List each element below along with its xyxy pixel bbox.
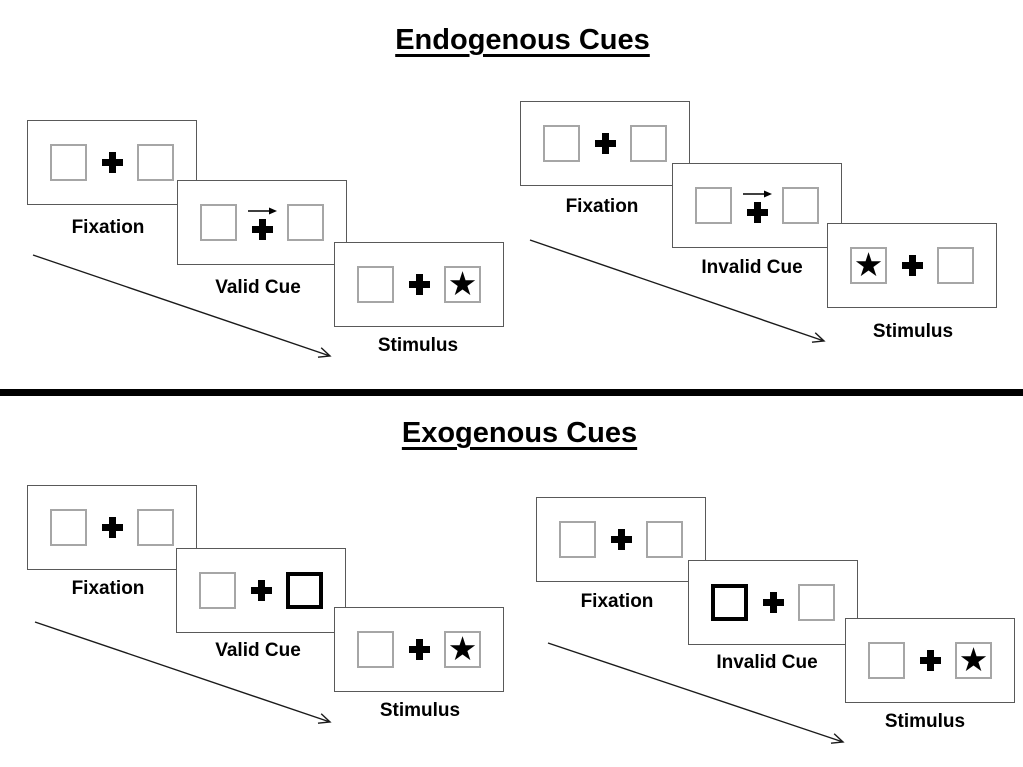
right-arrow-icon: [248, 207, 277, 214]
left-box: [559, 521, 596, 558]
endogenous-valid-sequence-arrow: [32, 254, 332, 358]
right-box: [782, 187, 819, 224]
right-box: [137, 144, 174, 181]
stimulus-label: Stimulus: [884, 711, 966, 732]
stimulus-label: Stimulus: [379, 700, 461, 721]
right-arrow-icon: [743, 190, 772, 197]
right-box: [287, 204, 324, 241]
valid-cue-label: Valid Cue: [215, 640, 301, 661]
stimulus-panel: ★: [845, 618, 1015, 703]
right-box: [798, 584, 835, 621]
left-box: [200, 204, 237, 241]
invalid-cue-panel: [672, 163, 842, 248]
left-box: ★: [850, 247, 887, 284]
left-box: [868, 642, 905, 679]
fixation-cross-icon: [919, 650, 941, 671]
fixation-label: Fixation: [580, 591, 654, 612]
stimulus-panel: ★: [334, 242, 504, 327]
exogenous-valid-sequence-arrow: [34, 621, 332, 724]
fixation-cross-icon: [408, 274, 430, 295]
right-box: [630, 125, 667, 162]
stimulus-label: Stimulus: [377, 335, 459, 356]
fixation-label: Fixation: [565, 196, 639, 217]
fixation-panel: [27, 485, 197, 570]
star-icon: ★: [447, 630, 478, 667]
fixation-cross-icon: [594, 133, 616, 154]
endogenous-section-title: Endogenous Cues: [395, 24, 650, 56]
fixation-panel: [27, 120, 197, 205]
highlighted-right-box: [286, 572, 323, 609]
left-box: [357, 631, 394, 668]
valid-cue-label: Valid Cue: [215, 277, 301, 298]
fixation-cross-icon: [610, 529, 632, 550]
fixation-cross-icon: [901, 255, 923, 276]
right-box: [937, 247, 974, 284]
endogenous-invalid-sequence-arrow: [529, 239, 826, 343]
fixation-panel: [536, 497, 706, 582]
left-box: [543, 125, 580, 162]
right-box: [137, 509, 174, 546]
invalid-cue-label: Invalid Cue: [716, 652, 818, 673]
stimulus-label: Stimulus: [872, 321, 954, 342]
exogenous-section-title: Exogenous Cues: [401, 417, 638, 449]
stimulus-panel: ★: [334, 607, 504, 692]
stimulus-panel: ★: [827, 223, 997, 308]
right-box: [646, 521, 683, 558]
left-box: [695, 187, 732, 224]
left-box: [50, 509, 87, 546]
section-divider-line: [0, 389, 1023, 396]
fixation-cross-icon: [101, 517, 123, 538]
star-icon: ★: [447, 265, 478, 302]
highlighted-left-box: [711, 584, 748, 621]
fixation-cross-icon: [251, 218, 273, 240]
left-box: [199, 572, 236, 609]
right-box: ★: [955, 642, 992, 679]
fixation-label: Fixation: [71, 578, 145, 599]
fixation-label: Fixation: [71, 217, 145, 238]
left-box: [50, 144, 87, 181]
right-box: ★: [444, 631, 481, 668]
fixation-cross-icon: [746, 201, 768, 223]
fixation-cross-icon: [762, 592, 784, 613]
left-box: [357, 266, 394, 303]
star-icon: ★: [853, 246, 884, 283]
star-icon: ★: [958, 641, 989, 678]
right-box: ★: [444, 266, 481, 303]
fixation-cross-icon: [408, 639, 430, 660]
valid-cue-panel: [177, 180, 347, 265]
fixation-cross-icon: [101, 152, 123, 173]
central-cue: [247, 206, 277, 240]
central-cue: [742, 189, 772, 223]
invalid-cue-panel: [688, 560, 858, 645]
invalid-cue-label: Invalid Cue: [701, 257, 803, 278]
fixation-panel: [520, 101, 690, 186]
valid-cue-panel: [176, 548, 346, 633]
fixation-cross-icon: [250, 580, 272, 601]
